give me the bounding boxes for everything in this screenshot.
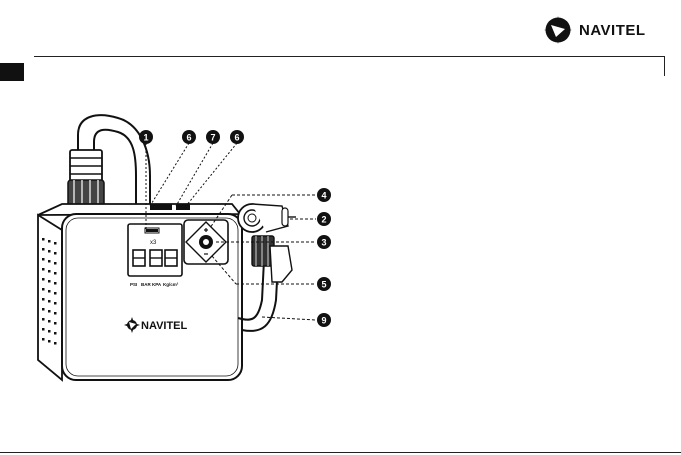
callout-3: 3 — [317, 235, 331, 249]
svg-text:6: 6 — [186, 133, 191, 143]
callout-6b: 6 — [230, 130, 244, 144]
display-mode-label: x3 — [150, 240, 157, 246]
svg-text:1: 1 — [143, 133, 148, 143]
callout-1: 1 — [139, 130, 153, 144]
svg-text:9: 9 — [321, 316, 326, 326]
callout-2: 2 — [317, 212, 331, 226]
svg-text:2: 2 — [321, 215, 326, 225]
callout-4: 4 — [317, 188, 331, 202]
footer-rule — [0, 452, 681, 453]
callout-9: 9 — [317, 313, 331, 327]
callout-7: 7 — [206, 130, 220, 144]
svg-text:4: 4 — [321, 191, 326, 201]
callout-6a: 6 — [182, 130, 196, 144]
callout-5: 5 — [317, 277, 331, 291]
unit-kgcm: Kg/cm² — [163, 282, 179, 287]
svg-text:6: 6 — [234, 133, 239, 143]
svg-text:3: 3 — [321, 238, 326, 248]
svg-text:5: 5 — [321, 280, 326, 290]
unit-kpa: KPA — [152, 282, 162, 287]
unit-psi: PSI — [130, 282, 137, 287]
unit-bar: BAR — [141, 282, 151, 287]
device-brand-label: NAVITEL — [141, 320, 188, 332]
svg-text:7: 7 — [210, 133, 215, 143]
